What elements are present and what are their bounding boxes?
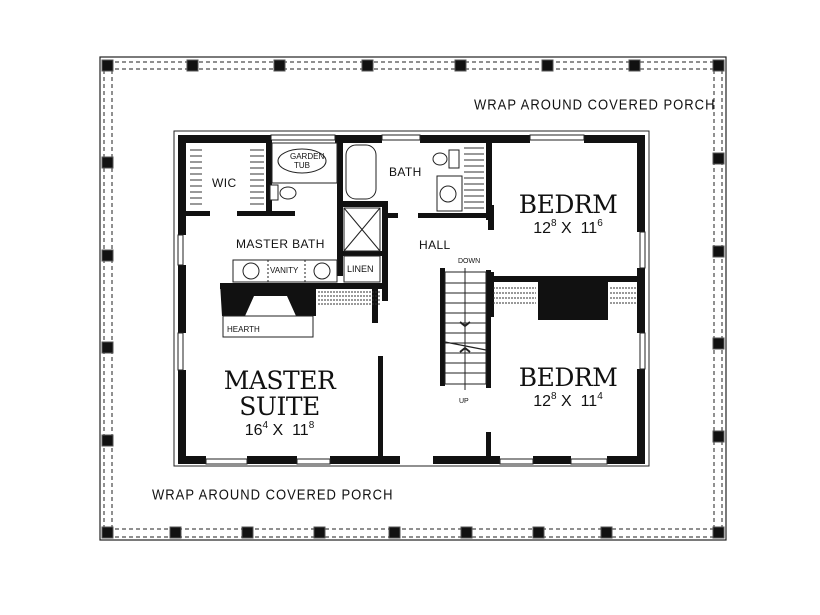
master-suite-dimensions: 164 X 118 [244,420,315,439]
porch-outline [99,56,727,541]
fixture-label-vanity: VANITY [270,266,299,275]
garden-tub-line2: TUB [294,161,310,170]
porch-label-top: WRAP AROUND COVERED PORCH [474,96,716,113]
stairs-label-up: UP [459,398,469,405]
house-outline [173,130,650,467]
closet-shelving [190,147,637,305]
room-bedroom-1: BEDRM 128 X 116 [508,192,628,237]
interior-walls [186,140,642,462]
room-label-master-bath: MASTER BATH [236,237,325,251]
master-suite-name-line1: MASTER [223,366,336,395]
room-label-garden-tub: GARDEN TUB [290,152,325,170]
garden-tub-line1: GARDEN [290,152,325,161]
room-label-hall: HALL [419,238,451,252]
exterior-walls [178,135,645,464]
bedroom-2-dimensions: 128 X 114 [533,391,603,410]
bedroom-1-dimensions: 128 X 116 [533,218,603,237]
porch-posts [101,59,725,539]
room-master-suite: MASTER SUITE 164 X 118 [212,368,347,439]
room-label-wic: WIC [212,176,237,190]
stairs-label-down: DOWN [458,258,481,265]
fixtures [222,142,463,338]
windows [177,134,646,465]
master-suite-name-line2: SUITE [239,392,320,421]
room-bedroom-2: BEDRM 128 X 114 [508,365,628,410]
staircase [444,268,487,390]
porch-label-bottom: WRAP AROUND COVERED PORCH [152,486,394,503]
bedroom-1-name: BEDRM [518,190,618,219]
fixture-label-hearth: HEARTH [227,325,260,334]
bedroom-2-name: BEDRM [518,363,618,392]
room-label-linen: LINEN [347,264,374,274]
room-label-bath: BATH [389,165,422,179]
